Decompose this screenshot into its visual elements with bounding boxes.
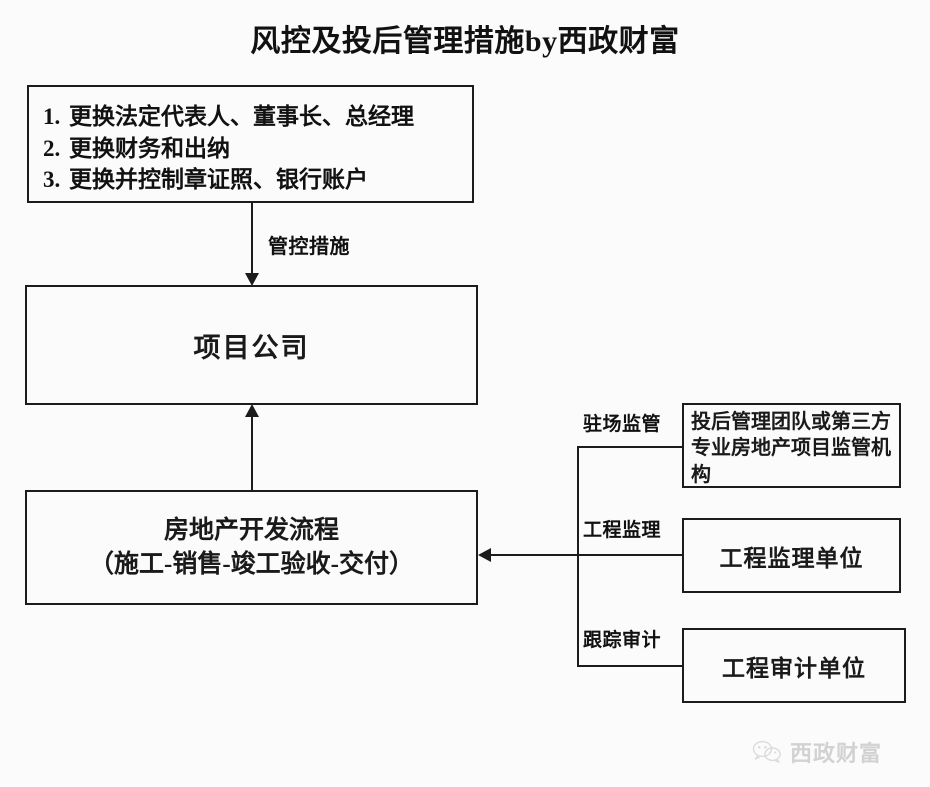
edge-label-control-measures: 管控措施	[268, 236, 350, 258]
list-item-label: 更换并控制章证照、银行账户	[69, 167, 368, 193]
page-title: 风控及投后管理措施by西政财富	[250, 25, 680, 58]
development-process-line-1: 房地产开发流程	[163, 517, 339, 544]
wechat-icon	[752, 740, 782, 764]
connector-trunk-vertical	[577, 447, 579, 667]
node-project-company: 项目公司	[25, 285, 478, 405]
watermark: 西政财富	[752, 736, 882, 768]
list-item-label: 更换法定代表人、董事长、总经理	[69, 104, 414, 129]
list-item: 1. 更换法定代表人、董事长、总经理	[43, 101, 472, 133]
node-engineering-supervisor: 工程监理单位	[682, 518, 901, 593]
watermark-label: 西政财富	[790, 741, 883, 766]
connector-process-to-company	[251, 415, 253, 490]
connector-branch-engineering-supervision	[577, 554, 683, 556]
list-item-number: 1.	[43, 104, 61, 129]
arrowhead-down-to-company	[245, 273, 259, 286]
node-supervision-team: 投后管理团队或第三方专业房地产项目监管机构	[682, 403, 901, 488]
connector-control-to-company	[251, 203, 253, 275]
edge-label-engineering-supervision: 工程监理	[583, 520, 662, 541]
list-item-number: 2.	[43, 135, 61, 161]
node-engineering-supervisor-label: 工程监理单位	[719, 545, 864, 571]
node-development-process: 房地产开发流程 （施工-销售-竣工验收-交付）	[25, 490, 478, 605]
node-engineering-auditor-label: 工程审计单位	[722, 655, 866, 681]
development-process-line-2: （施工-销售-竣工验收-交付）	[89, 550, 414, 578]
node-supervision-team-label: 投后管理团队或第三方专业房地产项目监管机构	[691, 411, 891, 486]
connector-branch-onsite-supervision	[577, 446, 683, 448]
node-control-measures: 1. 更换法定代表人、董事长、总经理 2. 更换财务和出纳 3. 更换并控制章证照、银…	[27, 85, 474, 203]
arrowhead-up-to-company	[245, 404, 259, 417]
list-item: 3. 更换并控制章证照、银行账户	[43, 164, 472, 196]
list-item-label: 更换财务和出纳	[69, 135, 230, 161]
node-development-process-text: 房地产开发流程 （施工-销售-竣工验收-交付）	[89, 514, 414, 581]
node-engineering-auditor: 工程审计单位	[682, 628, 906, 703]
arrowhead-left-to-process	[478, 548, 491, 562]
connector-trunk-to-process	[490, 554, 578, 556]
node-project-company-label: 项目公司	[193, 332, 310, 363]
list-item-number: 3.	[43, 167, 61, 193]
edge-label-onsite-supervision: 驻场监管	[583, 414, 662, 435]
connector-branch-tracking-audit	[577, 665, 683, 667]
control-measures-list: 1. 更换法定代表人、董事长、总经理 2. 更换财务和出纳 3. 更换并控制章证照、银…	[43, 101, 472, 196]
edge-label-tracking-audit: 跟踪审计	[583, 630, 662, 651]
list-item: 2. 更换财务和出纳	[43, 133, 472, 165]
